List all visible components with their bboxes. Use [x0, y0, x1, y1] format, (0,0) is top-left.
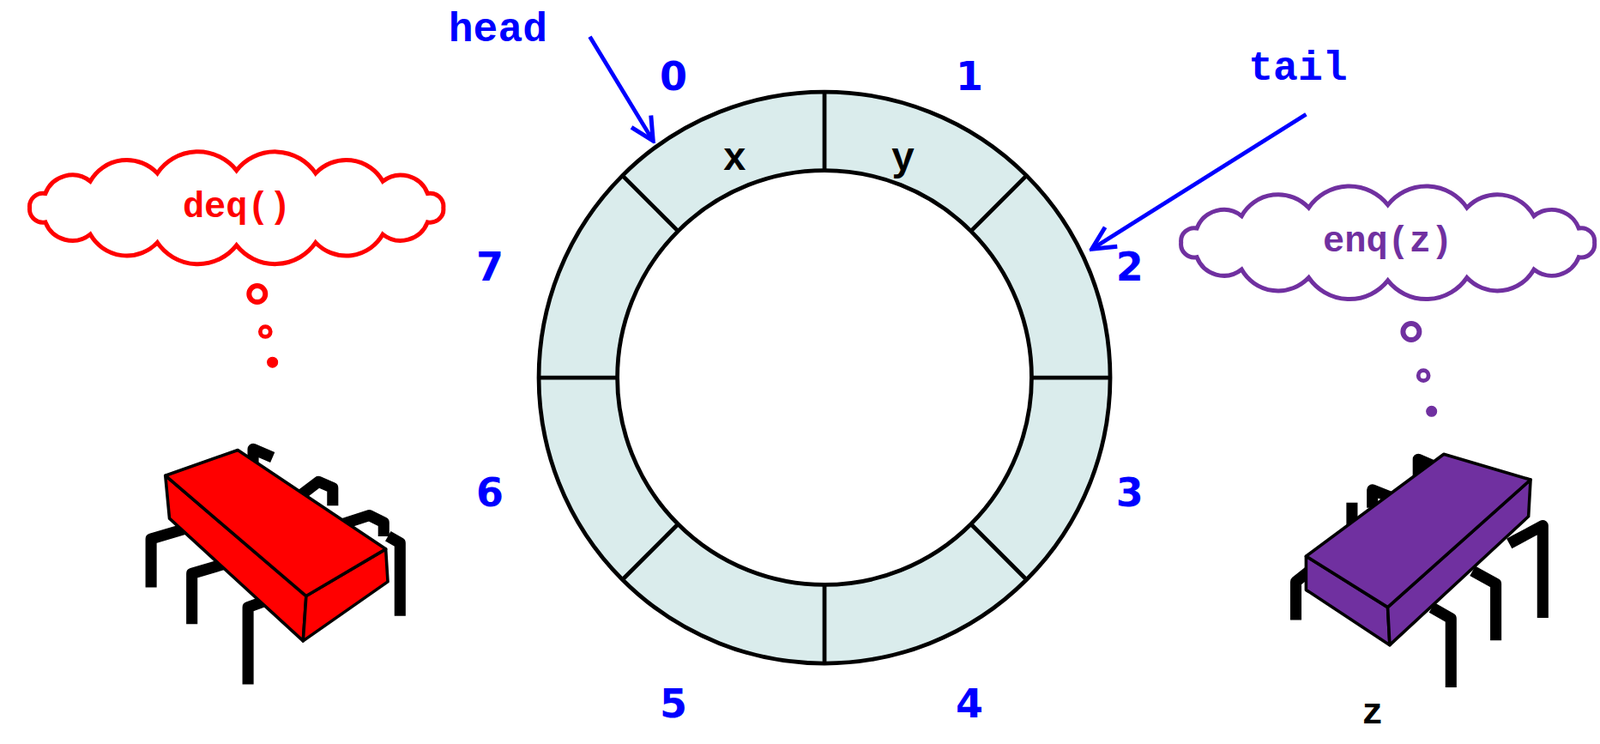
pointer-label: tail [1248, 45, 1347, 93]
buffer-slot: y [886, 134, 921, 186]
node-text: x [723, 137, 748, 183]
node-text: deq() [182, 187, 291, 229]
slot-index: 0 [659, 54, 688, 100]
slot-dividers [538, 91, 1111, 664]
thought-dots [248, 285, 278, 368]
thought-dots [1402, 323, 1437, 417]
thought-cloud: enq(z) [1163, 187, 1600, 299]
node-text: y [891, 137, 916, 183]
pointer-label: head [448, 6, 548, 55]
buffer-slot: x [718, 134, 753, 186]
slot-index: 4 [955, 681, 984, 727]
ring-buffer [538, 91, 1111, 664]
node-text: enq(z) [1322, 221, 1453, 263]
thought-cloud: deq() [12, 152, 461, 263]
slot-index: 6 [476, 470, 504, 516]
processor-bug [150, 448, 400, 679]
cloud-outline [1181, 186, 1595, 300]
slot-index: 5 [659, 681, 688, 727]
slot-index: 7 [476, 244, 504, 290]
cloud-outline [30, 151, 444, 265]
slot-index: 2 [1116, 244, 1144, 290]
slot-index: 3 [1116, 470, 1144, 516]
head-pointer [590, 36, 654, 141]
slot-index: 1 [955, 54, 984, 100]
item-label: z [1361, 693, 1383, 735]
processor-bug [1296, 453, 1544, 682]
